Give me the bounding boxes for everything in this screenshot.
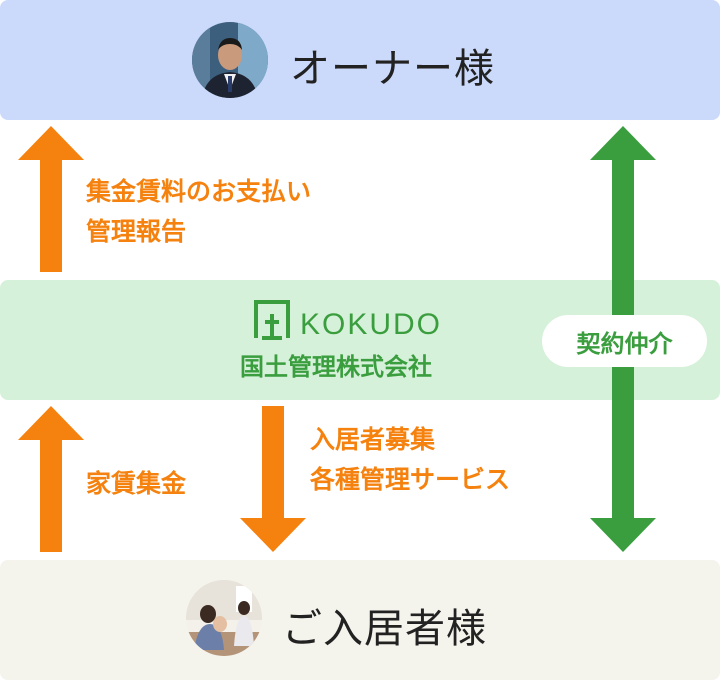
rent-collection-text: 家賃集金 <box>86 464 186 504</box>
company-name: 国土管理株式会社 <box>240 353 432 381</box>
kokudo-logo: KOKUDO <box>252 298 472 344</box>
arrow-up-to-company <box>18 406 84 552</box>
kokudo-house-mark-icon <box>254 300 290 340</box>
owner-label: オーナー様 <box>290 46 495 92</box>
tenant-band <box>0 560 720 680</box>
tenant-label: ご入居者様 <box>282 606 487 652</box>
logo-text: KOKUDO <box>300 308 442 340</box>
tenant-avatar <box>186 580 262 656</box>
tenant-services-line: 各種管理サービス <box>310 465 511 494</box>
owner-flow-text: 集金賃料のお支払い 管理報告 <box>86 172 311 252</box>
contract-label: 契約仲介 <box>576 329 673 358</box>
owner-flow-line: 管理報告 <box>86 217 187 246</box>
tenant-services-line: 入居者募集 <box>310 425 436 454</box>
tenant-services-text: 入居者募集 各種管理サービス <box>310 420 510 500</box>
contract-badge: 契約仲介 <box>542 315 707 367</box>
owner-avatar <box>192 22 268 98</box>
owner-band <box>0 0 720 120</box>
owner-flow-line: 集金賃料のお支払い <box>86 177 312 206</box>
rent-collection-line: 家賃集金 <box>86 469 187 498</box>
arrow-down-to-tenant <box>240 406 306 552</box>
arrow-up-to-owner <box>18 126 84 272</box>
